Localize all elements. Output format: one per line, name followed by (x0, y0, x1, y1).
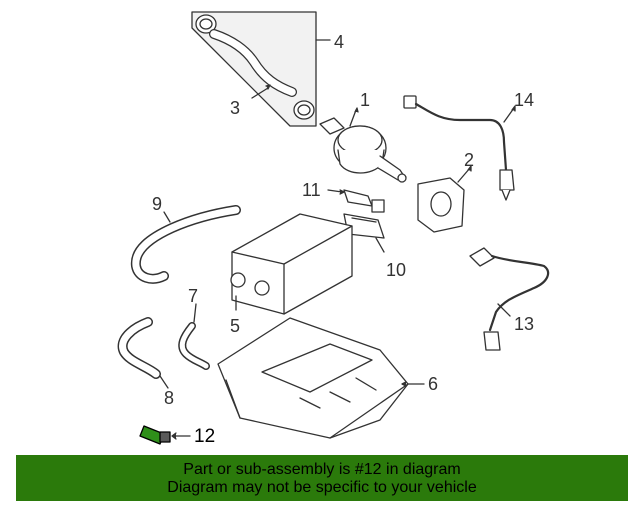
callout-3: 3 (230, 98, 240, 118)
part-5-canister (230, 213, 353, 315)
part-10-connector (343, 213, 385, 253)
callout-13: 13 (514, 314, 534, 334)
callout-10: 10 (386, 260, 406, 280)
part-12-highlighted (139, 425, 191, 445)
callout-8: 8 (164, 388, 174, 408)
part-6-shield (217, 317, 425, 439)
part-13-sensor-harness (469, 247, 550, 351)
callout-12: 12 (194, 426, 215, 447)
part-9-hose (130, 205, 241, 284)
callout-6: 6 (428, 374, 438, 394)
parts-diagram: 1 2 3 4 5 6 7 8 9 10 11 12 13 14 (117, 11, 550, 447)
footer-line-1: Part or sub-assembly is #12 in diagram (183, 461, 461, 478)
callout-1: 1 (360, 90, 370, 110)
footer-banner: Part or sub-assembly is #12 in diagram D… (16, 455, 628, 501)
part-4-hose-bracket (191, 11, 331, 127)
callout-7: 7 (188, 286, 198, 306)
callout-9: 9 (152, 194, 162, 214)
callout-2: 2 (464, 150, 474, 170)
part-2-bracket (417, 165, 472, 233)
part-8-hose (117, 317, 169, 389)
callout-14: 14 (514, 90, 534, 110)
part-14-sensor-harness (403, 95, 516, 201)
callout-4: 4 (334, 32, 344, 52)
footer-line-2: Diagram may not be specific to your vehi… (167, 479, 477, 496)
part-1-purge-valve (319, 107, 407, 183)
callout-11: 11 (302, 180, 321, 200)
part-7-hose (178, 303, 210, 370)
callout-5: 5 (230, 316, 240, 336)
part-11-valve (327, 189, 385, 213)
